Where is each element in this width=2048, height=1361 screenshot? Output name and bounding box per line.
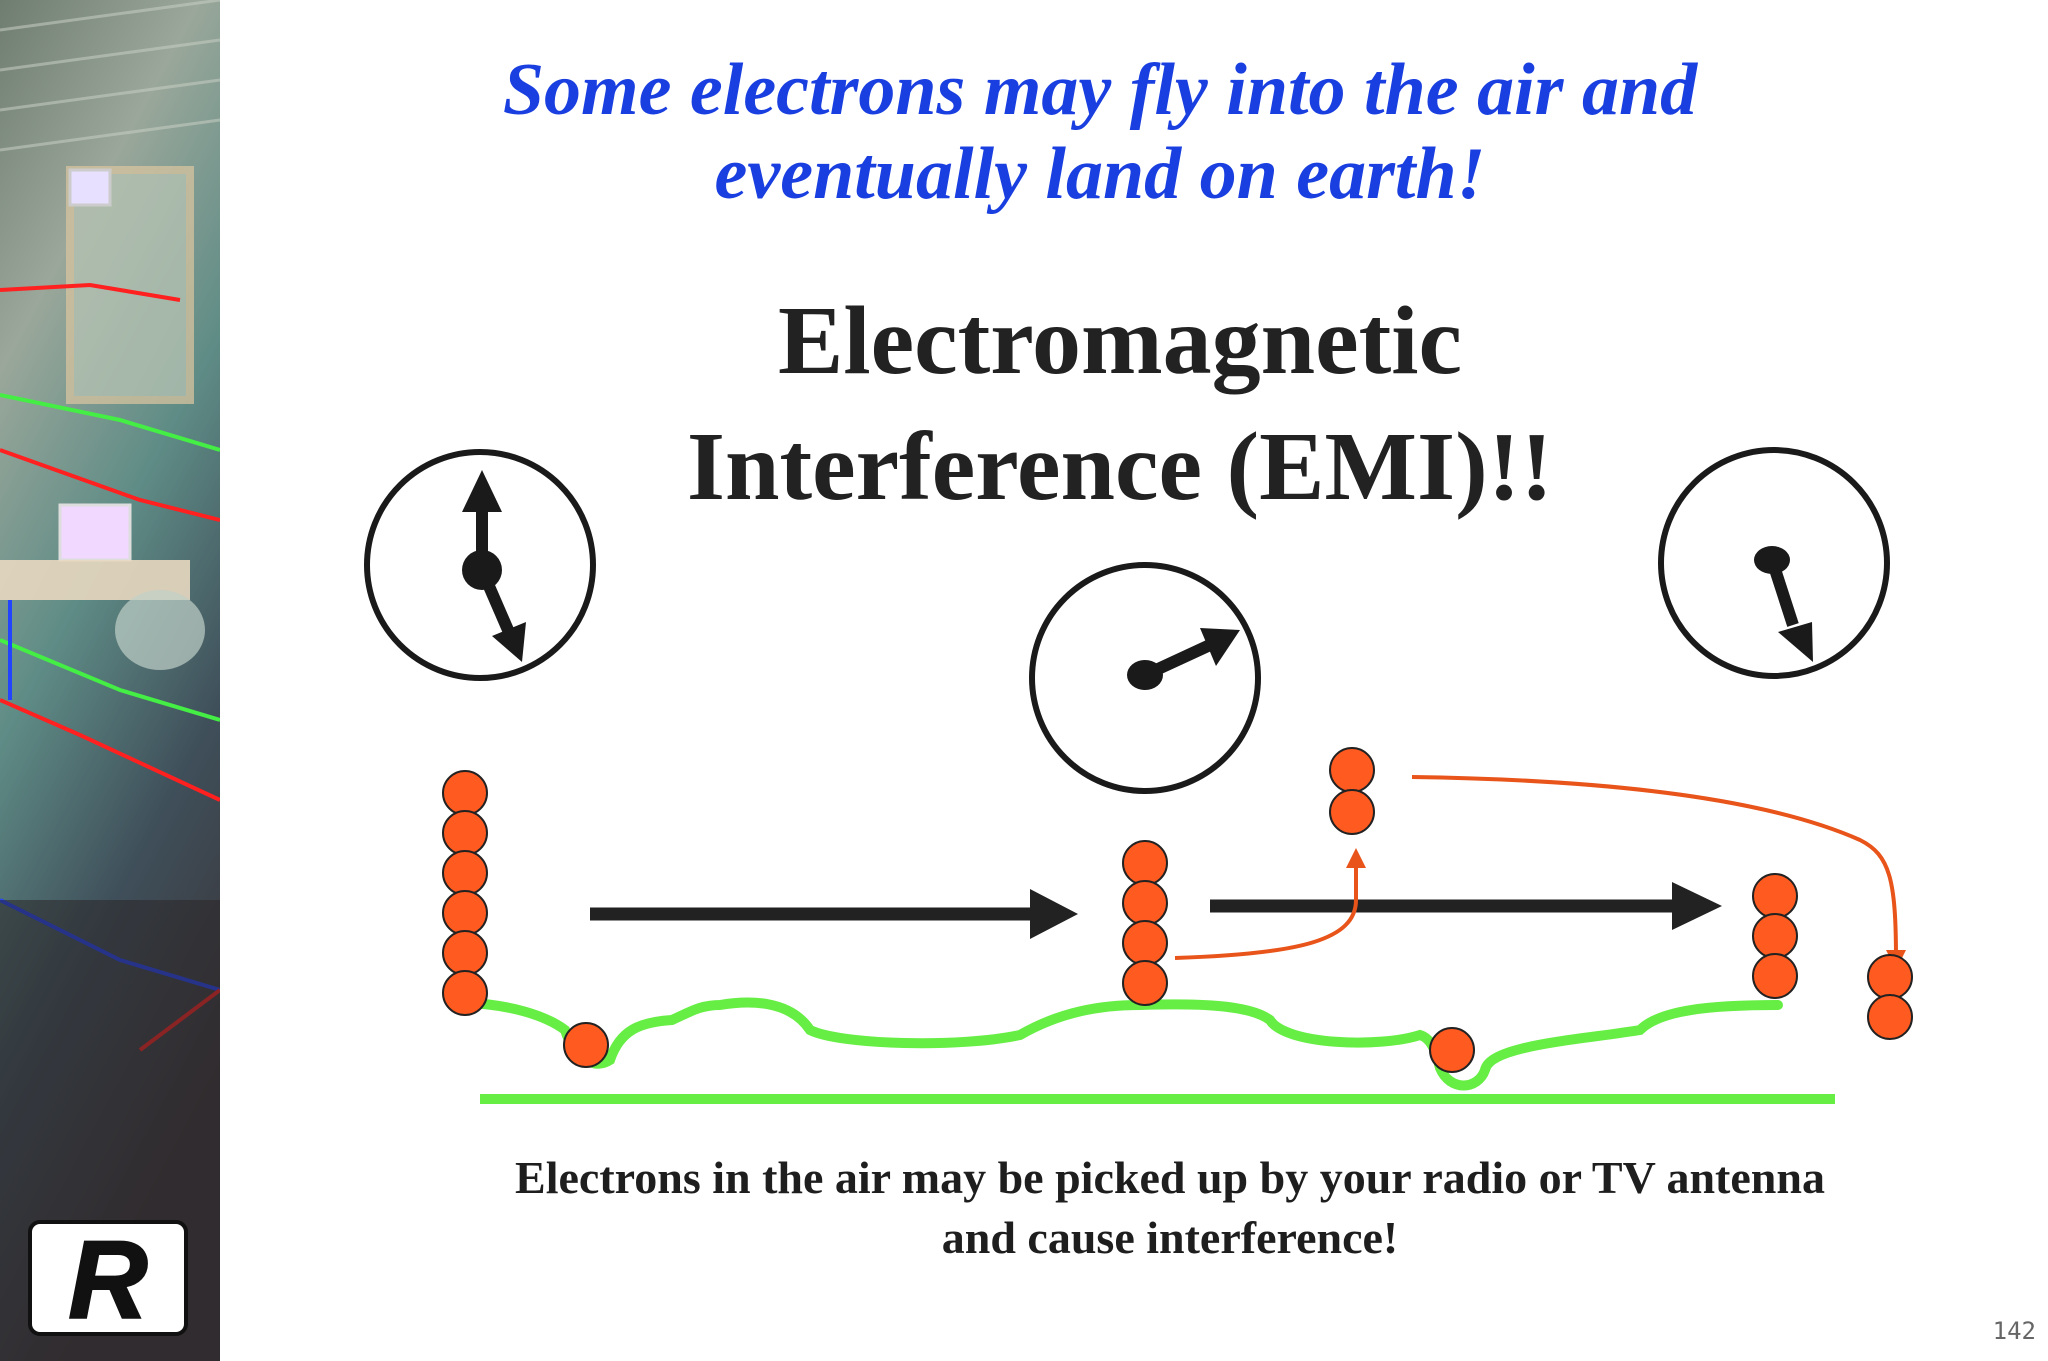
electron-icon (442, 970, 488, 1016)
electron-icon (1752, 953, 1798, 999)
electron-stack-landed (1867, 954, 1913, 1040)
electron-icon (1867, 994, 1913, 1040)
electron-path-up (1174, 848, 1366, 960)
sidebar-chair (115, 590, 205, 670)
caption-line-1: Electrons in the air may be picked up by… (515, 1152, 1825, 1203)
sidebar-computer-2 (58, 503, 132, 562)
arrow-right-icon-1 (590, 889, 1078, 939)
sidebar-blinds (0, 0, 220, 152)
electron-icon (442, 930, 488, 976)
electron-stack-airborne (1329, 747, 1375, 835)
conductor-surface (465, 997, 1783, 1091)
page-number: 142 (1992, 1317, 2036, 1345)
sidebar-computer-1 (68, 168, 112, 207)
gauge-icon-right (1658, 447, 1890, 679)
slide-subtitle: Some electrons may fly into the air and … (300, 48, 1900, 216)
electron-icon (1122, 960, 1168, 1006)
electron-icon (1429, 1027, 1475, 1073)
electron-icon (1867, 954, 1913, 1000)
electron-icon (1329, 789, 1375, 835)
gauge-icon-middle (1029, 562, 1261, 794)
logo-badge: R (28, 1218, 188, 1343)
electron-stack-right (1752, 873, 1798, 999)
electron-path-over (1411, 775, 1906, 970)
arrow-right-icon-2 (1210, 882, 1722, 930)
electron-icon (442, 850, 488, 896)
electron-icon (442, 770, 488, 816)
title-line-2: Interference (EMI)!! (686, 413, 1554, 521)
electron-icon (1122, 920, 1168, 966)
electron-icon (563, 1022, 609, 1068)
slide-caption: Electrons in the air may be picked up by… (380, 1148, 1960, 1268)
electron-icon (1329, 747, 1375, 793)
electron-icon (442, 890, 488, 936)
slide-title: Electromagnetic Interference (EMI)!! (420, 278, 1820, 530)
subtitle-line-1: Some electrons may fly into the air and (502, 49, 1698, 131)
sidebar-office-scene: R (0, 0, 220, 1361)
electron-icon (1752, 873, 1798, 919)
electron-icon (1122, 880, 1168, 926)
electron-icon (1122, 840, 1168, 886)
caption-line-2: and cause interference! (941, 1212, 1399, 1263)
logo-letter: R (68, 1219, 147, 1342)
subtitle-line-2: eventually land on earth! (714, 133, 1486, 215)
electron-stack-left (442, 770, 488, 1016)
gauge-icon-left (364, 449, 596, 681)
electron-icon (1752, 913, 1798, 959)
electron-stack-middle (1122, 840, 1168, 1006)
title-line-1: Electromagnetic (778, 287, 1462, 395)
electron-icon (442, 810, 488, 856)
